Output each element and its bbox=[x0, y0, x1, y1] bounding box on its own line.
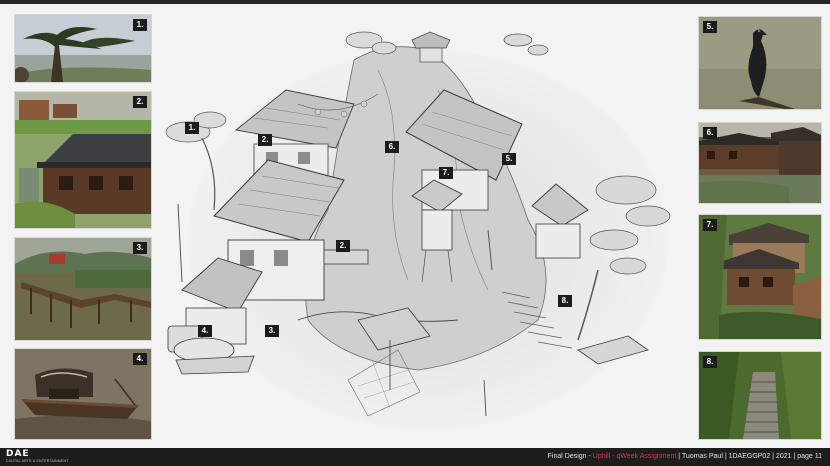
top-bar bbox=[0, 0, 830, 4]
reference-number-badge: 6. bbox=[703, 127, 717, 139]
assignment-title: Uphill - qWeek Assignment bbox=[592, 453, 677, 460]
fishing-boat-photo-icon bbox=[15, 349, 151, 439]
reference-photo-hillside-village: 7. bbox=[698, 214, 822, 340]
reference-number-badge: 5. bbox=[703, 21, 717, 33]
sketch-callout: 3. bbox=[265, 325, 279, 337]
reference-number-badge: 2. bbox=[133, 96, 147, 108]
dae-logo: DAE DIGITAL ARTS & ENTERTAINMENT bbox=[6, 450, 69, 464]
cormorant-bird-photo-icon bbox=[699, 17, 821, 109]
reference-photo-wooden-house: 2. bbox=[14, 91, 152, 229]
logo-subtitle: DIGITAL ARTS & ENTERTAINMENT bbox=[6, 459, 69, 463]
sketch-callout: 2. bbox=[258, 134, 272, 146]
village-sketch-illustration bbox=[165, 31, 671, 430]
logo-mark: DAE bbox=[6, 449, 30, 459]
reference-number-badge: 8. bbox=[703, 356, 717, 368]
reference-photo-wooden-pier: 3. bbox=[14, 237, 152, 341]
reference-photo-riverside-houses: 6. bbox=[698, 122, 822, 204]
reference-photo-fishing-boat: 4. bbox=[14, 348, 152, 440]
sketch-callout: 7. bbox=[439, 167, 453, 179]
wooden-house-photo-icon bbox=[15, 92, 151, 228]
concept-sketch bbox=[158, 20, 692, 440]
sketch-callout: 2. bbox=[336, 240, 350, 252]
reference-number-badge: 1. bbox=[133, 19, 147, 31]
pine-tree-photo-icon bbox=[15, 15, 151, 82]
stone-stairs-photo-icon bbox=[699, 352, 821, 439]
sketch-callout: 1. bbox=[185, 122, 199, 134]
reference-photo-cormorant: 5. bbox=[698, 16, 822, 110]
sketch-callout: 6. bbox=[385, 141, 399, 153]
reference-photo-stone-stairs: 8. bbox=[698, 351, 822, 440]
reference-number-badge: 4. bbox=[133, 353, 147, 365]
sketch-callout: 4. bbox=[198, 325, 212, 337]
sketch-callout: 8. bbox=[558, 295, 572, 307]
riverside-houses-photo-icon bbox=[699, 123, 821, 203]
wooden-pier-photo-icon bbox=[15, 238, 151, 340]
footer-prefix: Final Design - bbox=[547, 453, 593, 460]
footer-bar: DAE DIGITAL ARTS & ENTERTAINMENT Final D… bbox=[0, 448, 830, 466]
reference-photo-pine-tree: 1. bbox=[14, 14, 152, 83]
sketch-callout: 5. bbox=[502, 153, 516, 165]
reference-number-badge: 3. bbox=[133, 242, 147, 254]
footer-credits: Final Design - Uphill - qWeek Assignment… bbox=[548, 448, 822, 466]
hillside-village-photo-icon bbox=[699, 215, 821, 339]
reference-number-badge: 7. bbox=[703, 219, 717, 231]
footer-details: | Tuomas Paul | 1DAEGGP02 | 2021 | page … bbox=[676, 453, 822, 460]
